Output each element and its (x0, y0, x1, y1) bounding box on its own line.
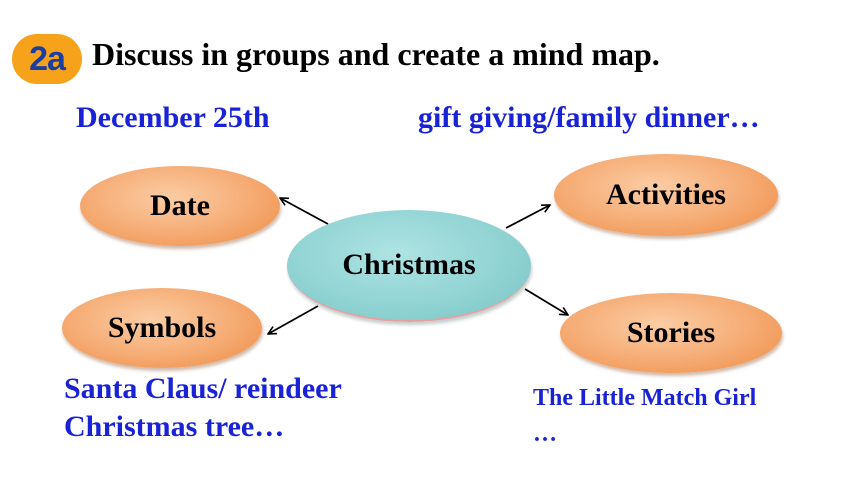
arrow-to-stories (524, 288, 568, 315)
node-symbols-label: Symbols (107, 311, 217, 344)
date-note: December 25th (76, 101, 270, 134)
stories-note: The Little Match Girl … (533, 380, 756, 452)
activities-note: gift giving/family dinner… (418, 101, 760, 134)
node-stories-label: Stories (626, 316, 716, 349)
symbols-note-line-2: Christmas tree… (64, 410, 285, 443)
arrow-to-activities (505, 205, 550, 229)
symbols-note: Santa Claus/ reindeer Christmas tree… (64, 370, 342, 446)
section-badge: 2a (12, 34, 82, 84)
node-date-label: Date (150, 189, 210, 222)
arrow-to-date (280, 198, 329, 225)
arrow-to-symbols (268, 305, 319, 334)
node-date: Date (80, 166, 280, 246)
node-stories: Stories (560, 293, 782, 373)
stories-note-line-2: … (533, 421, 557, 447)
section-badge-label: 2a (29, 39, 66, 78)
stories-note-line-1: The Little Match Girl (533, 385, 757, 411)
node-christmas: Christmas (287, 210, 531, 322)
task-heading: Discuss in groups and create a mind map. (92, 36, 660, 72)
node-activities: Activities (554, 154, 778, 236)
node-symbols: Symbols (62, 288, 262, 368)
symbols-note-line-1: Santa Claus/ reindeer (64, 372, 342, 405)
node-christmas-label: Christmas (342, 248, 476, 281)
node-activities-label: Activities (606, 178, 726, 211)
